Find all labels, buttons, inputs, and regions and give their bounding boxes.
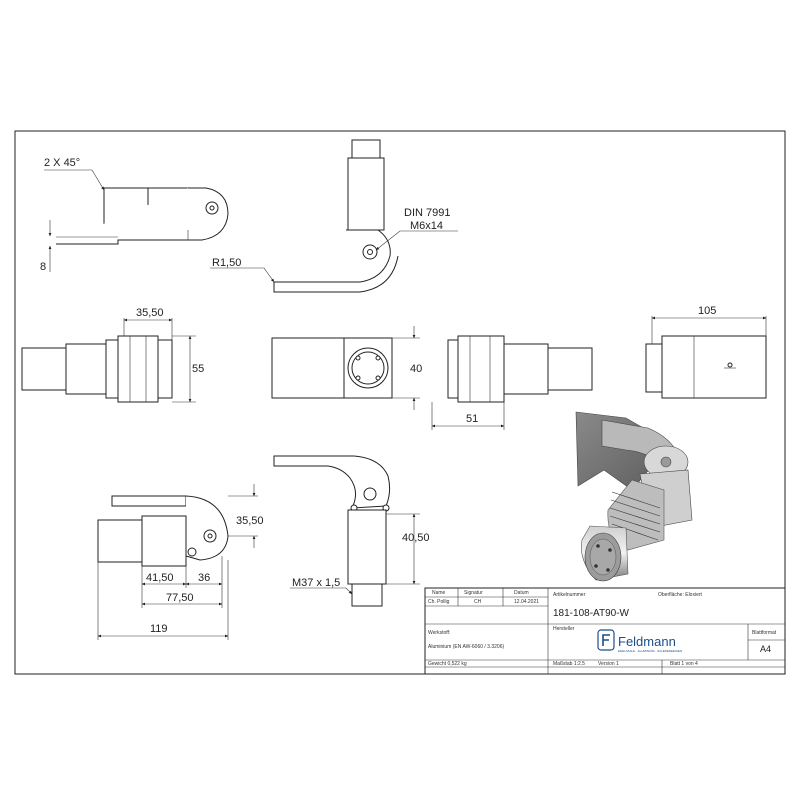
dim-chamfer: 2 X 45°	[44, 157, 80, 169]
title-block: Name Signatur Datum Ch. Pollig CH 12.04.…	[424, 587, 786, 675]
tb-blattformat: A4	[760, 644, 771, 654]
dim-screw: M6x14	[410, 220, 443, 232]
tb-header-signatur: Signatur	[464, 590, 483, 596]
dim-51: 51	[466, 413, 478, 425]
dim-din: DIN 7991	[404, 207, 450, 219]
tb-version: Version 1	[598, 661, 619, 667]
tb-datum: 12.04.2021	[514, 599, 539, 605]
tb-massstab: Maßstab 1:2.5	[553, 661, 585, 667]
dim-40: 40	[410, 363, 422, 375]
dim-55: 55	[192, 363, 204, 375]
view-side-top-left	[56, 187, 229, 245]
logo-text: Feldmann	[618, 634, 676, 649]
view-front-left	[21, 335, 173, 403]
view-front-right	[447, 335, 593, 403]
dim-7750: 77,50	[166, 592, 194, 604]
dim-4150: 41,50	[146, 572, 174, 584]
tb-gewicht: Gewicht 0,522 kg	[428, 661, 467, 667]
view-side-top-middle	[273, 139, 399, 293]
tb-blatt: Blatt 1 von 4	[670, 661, 698, 667]
view-side-bottom-middle	[273, 455, 391, 607]
feldmann-logo: Feldmann EDELSTAHL · ALUMINIUM · SCHMIED…	[597, 629, 682, 653]
tb-header-datum: Datum	[514, 590, 529, 596]
tb-blattformat-label: Blattformat	[752, 630, 777, 636]
view-front-center	[271, 337, 393, 399]
dim-4050: 40,50	[402, 532, 430, 544]
tb-hersteller-label: Hersteller	[553, 626, 575, 632]
dim-thread: M37 x 1,5	[292, 577, 340, 589]
dim-119: 119	[150, 623, 168, 635]
view-side-bottom-left	[97, 495, 229, 567]
tb-name: Ch. Pollig	[428, 599, 450, 605]
dim-thickness-8: 8	[40, 261, 46, 273]
dim-3550-a: 35,50	[136, 307, 164, 319]
dim-3550-b: 35,50	[236, 515, 264, 527]
dim-radius: R1,50	[212, 257, 241, 269]
tb-artikel-number: 181-108-AT90-W	[553, 608, 630, 619]
sheet-frame	[14, 130, 786, 675]
tb-oberflaeche: Oberfläche: Eloxiert	[658, 592, 703, 598]
iso-render	[575, 411, 693, 582]
tb-werkstoff: Aluminium (EN AW-6060 / 3.3206)	[428, 644, 504, 650]
tb-werkstoff-label: Werkstoff:	[428, 630, 450, 636]
dim-105: 105	[698, 305, 716, 317]
logo-subtext: EDELSTAHL · ALUMINIUM · SCHMIEDEEISEN	[618, 649, 682, 653]
tb-signatur: CH	[474, 599, 482, 605]
dim-36: 36	[198, 572, 210, 584]
view-back-right	[645, 335, 767, 399]
tb-artikel-label: Artikelnummer	[553, 592, 586, 598]
tb-header-name: Name	[432, 590, 446, 596]
